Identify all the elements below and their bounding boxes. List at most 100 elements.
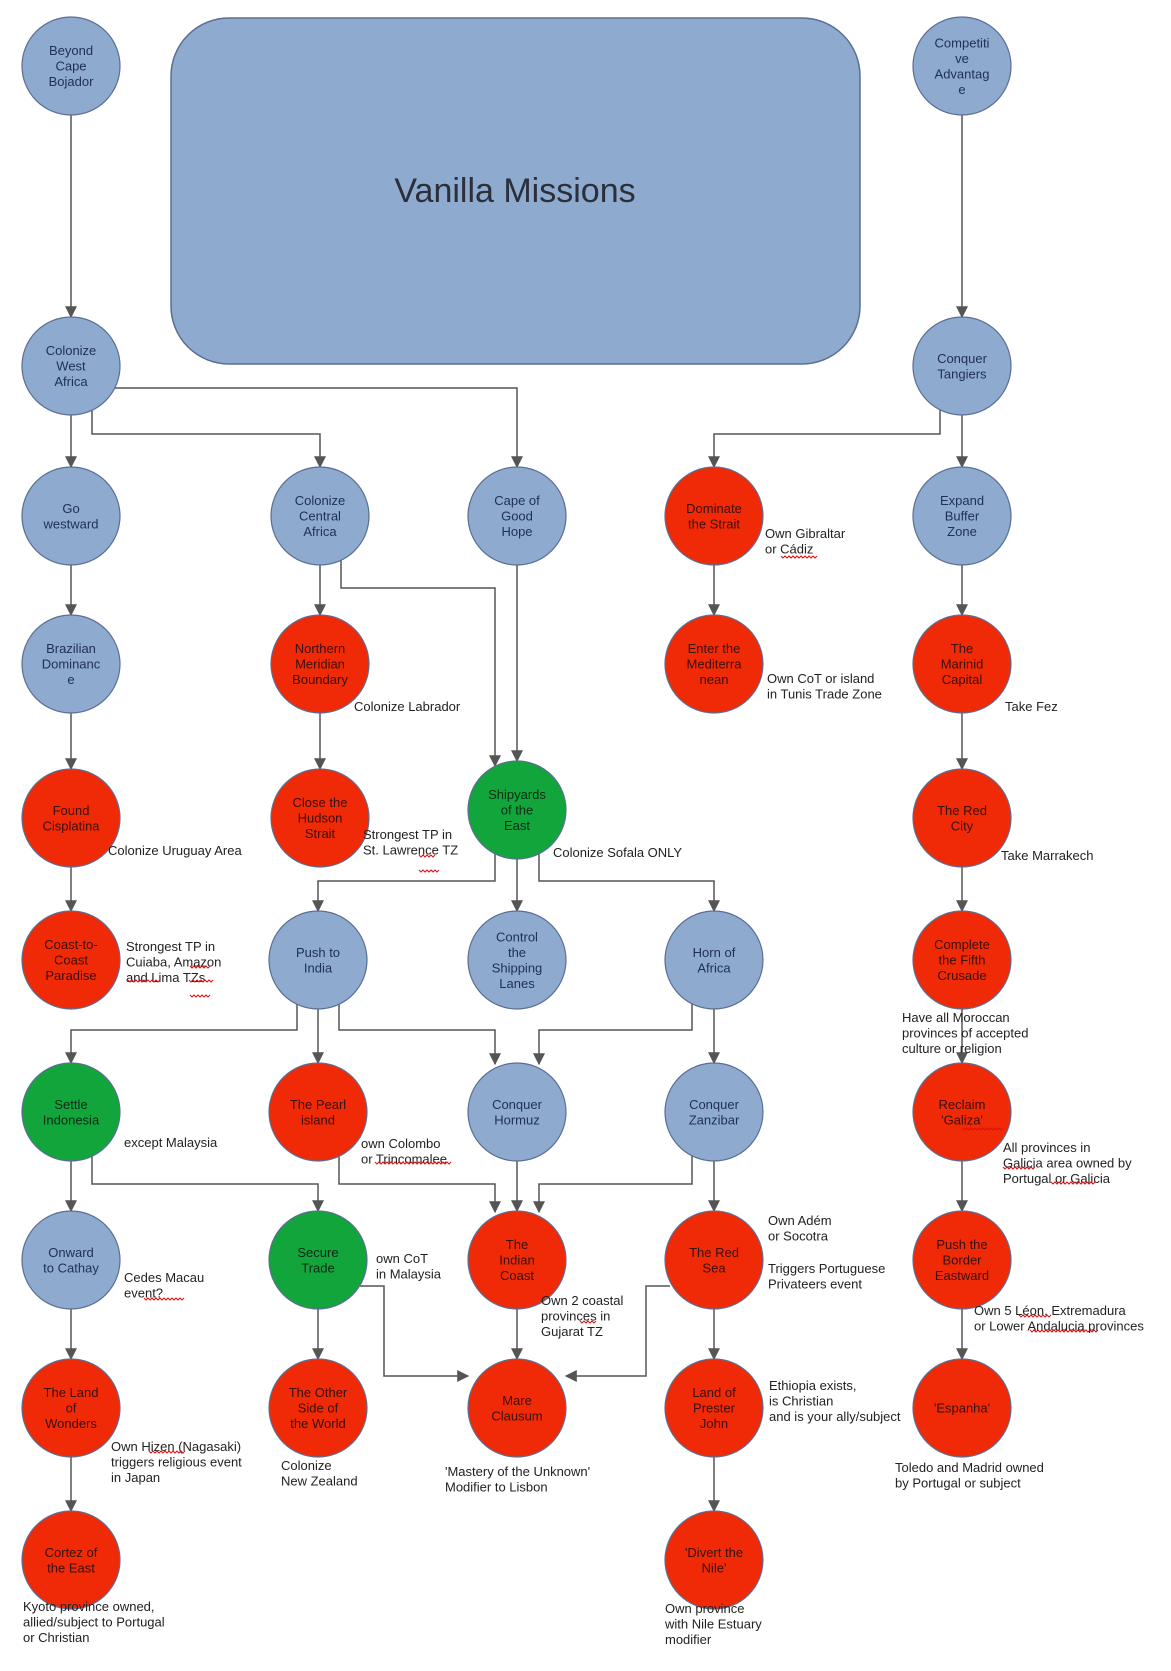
condition-note-line: provinces of accepted (902, 1026, 1028, 1041)
mission-node-label-line: The Land (44, 1385, 99, 1400)
mission-node-label-line: Prester (693, 1401, 736, 1416)
mission-node-label-line: Horn of (693, 945, 736, 960)
mission-node-circle (21, 1210, 121, 1310)
condition-note-line: modifier (665, 1632, 712, 1647)
mission-node-label-line: Coast-to- (44, 937, 97, 952)
mission-node-label-line: Africa (303, 524, 337, 539)
condition-note-line: event? (124, 1286, 163, 1301)
connector-layer (65, 115, 968, 1513)
condition-note-line: Colonize Sofala ONLY (553, 845, 682, 860)
mission-node-label-line: The (951, 641, 973, 656)
spellcheck-underline-layer (127, 555, 1099, 1454)
condition-note-line: and Lima TZs (126, 970, 206, 985)
mission-node-circle (912, 1210, 1012, 1310)
condition-note-line: or Cádiz (765, 542, 813, 557)
mission-node-label-line: the Strait (688, 516, 740, 531)
mission-node-label-line: Zanzibar (689, 1112, 740, 1127)
mission-node-label-line: Go (62, 501, 79, 516)
condition-note-line: Own 5 Léon, Extremadura (974, 1303, 1127, 1318)
mission-node-label-line: Secure (297, 1245, 338, 1260)
mission-node-label-line: the World (290, 1416, 345, 1431)
mission-node-circle (270, 614, 370, 714)
condition-note-line: Toledo and Madrid owned (895, 1460, 1044, 1475)
condition-note-line: by Portugal or subject (895, 1476, 1021, 1491)
condition-note-line: Take Fez (1005, 699, 1058, 714)
condition-note-line: All provinces in (1003, 1140, 1090, 1155)
mission-node-label-line: Dominanc (42, 657, 101, 672)
condition-note-line: Strongest TP in (363, 827, 452, 842)
mission-node-circle (664, 910, 764, 1010)
mission-node-label-line: Lanes (499, 976, 535, 991)
spellcheck-squiggle (962, 1127, 1004, 1131)
mission-node-label-line: Indonesia (43, 1112, 100, 1127)
condition-note-line: own CoT (376, 1251, 428, 1266)
mission-node-circle (21, 1358, 121, 1458)
spellcheck-squiggle (374, 1161, 452, 1165)
mission-node-label-line: Push to (296, 945, 340, 960)
condition-note-line: or Socotra (768, 1229, 829, 1244)
condition-note-line: is Christian (769, 1394, 833, 1409)
mission-node-label-line: 'Divert the (685, 1545, 743, 1560)
mission-node-espanha: 'Espanha' (912, 1358, 1012, 1458)
note-cortez: Kyoto province owned,allied/subject to P… (23, 1599, 165, 1645)
note-settle-indonesia: except Malaysia (124, 1135, 218, 1150)
mission-node-label-line: John (700, 1416, 728, 1431)
mission-node-label-line: City (951, 818, 974, 833)
mission-node-label-line: Coast (500, 1268, 534, 1283)
mission-node-label-line: West (56, 359, 86, 374)
mission-node-label-line: Hudson (298, 811, 343, 826)
condition-note-line: Own Hizen (Nagasaki) (111, 1439, 241, 1454)
note-mare-clausum: 'Mastery of the Unknown'Modifier to Lisb… (445, 1464, 590, 1495)
mission-node-circle (467, 910, 567, 1010)
mission-node-circle (912, 614, 1012, 714)
spellcheck-squiggle (780, 555, 818, 559)
mission-node-label: 'Espanha' (934, 1401, 990, 1416)
condition-note-line: Have all Moroccan (902, 1010, 1010, 1025)
mission-node-circle (21, 1510, 121, 1610)
mission-node-circle (467, 1358, 567, 1458)
mission-node-label-line: of the (501, 803, 534, 818)
connector-arrow (338, 1004, 501, 1066)
mission-node-label-line: Reclaim (939, 1097, 986, 1112)
mission-node-circle (912, 1358, 1012, 1458)
condition-note-line: in Malaysia (376, 1267, 442, 1282)
title-box: Vanilla Missions (170, 17, 861, 365)
condition-note-line: Colonize (281, 1458, 332, 1473)
spellcheck-squiggle (1002, 1166, 1036, 1170)
mission-node-label-line: Cisplatina (42, 818, 100, 833)
condition-note-line: 'Mastery of the Unknown' (445, 1464, 590, 1479)
